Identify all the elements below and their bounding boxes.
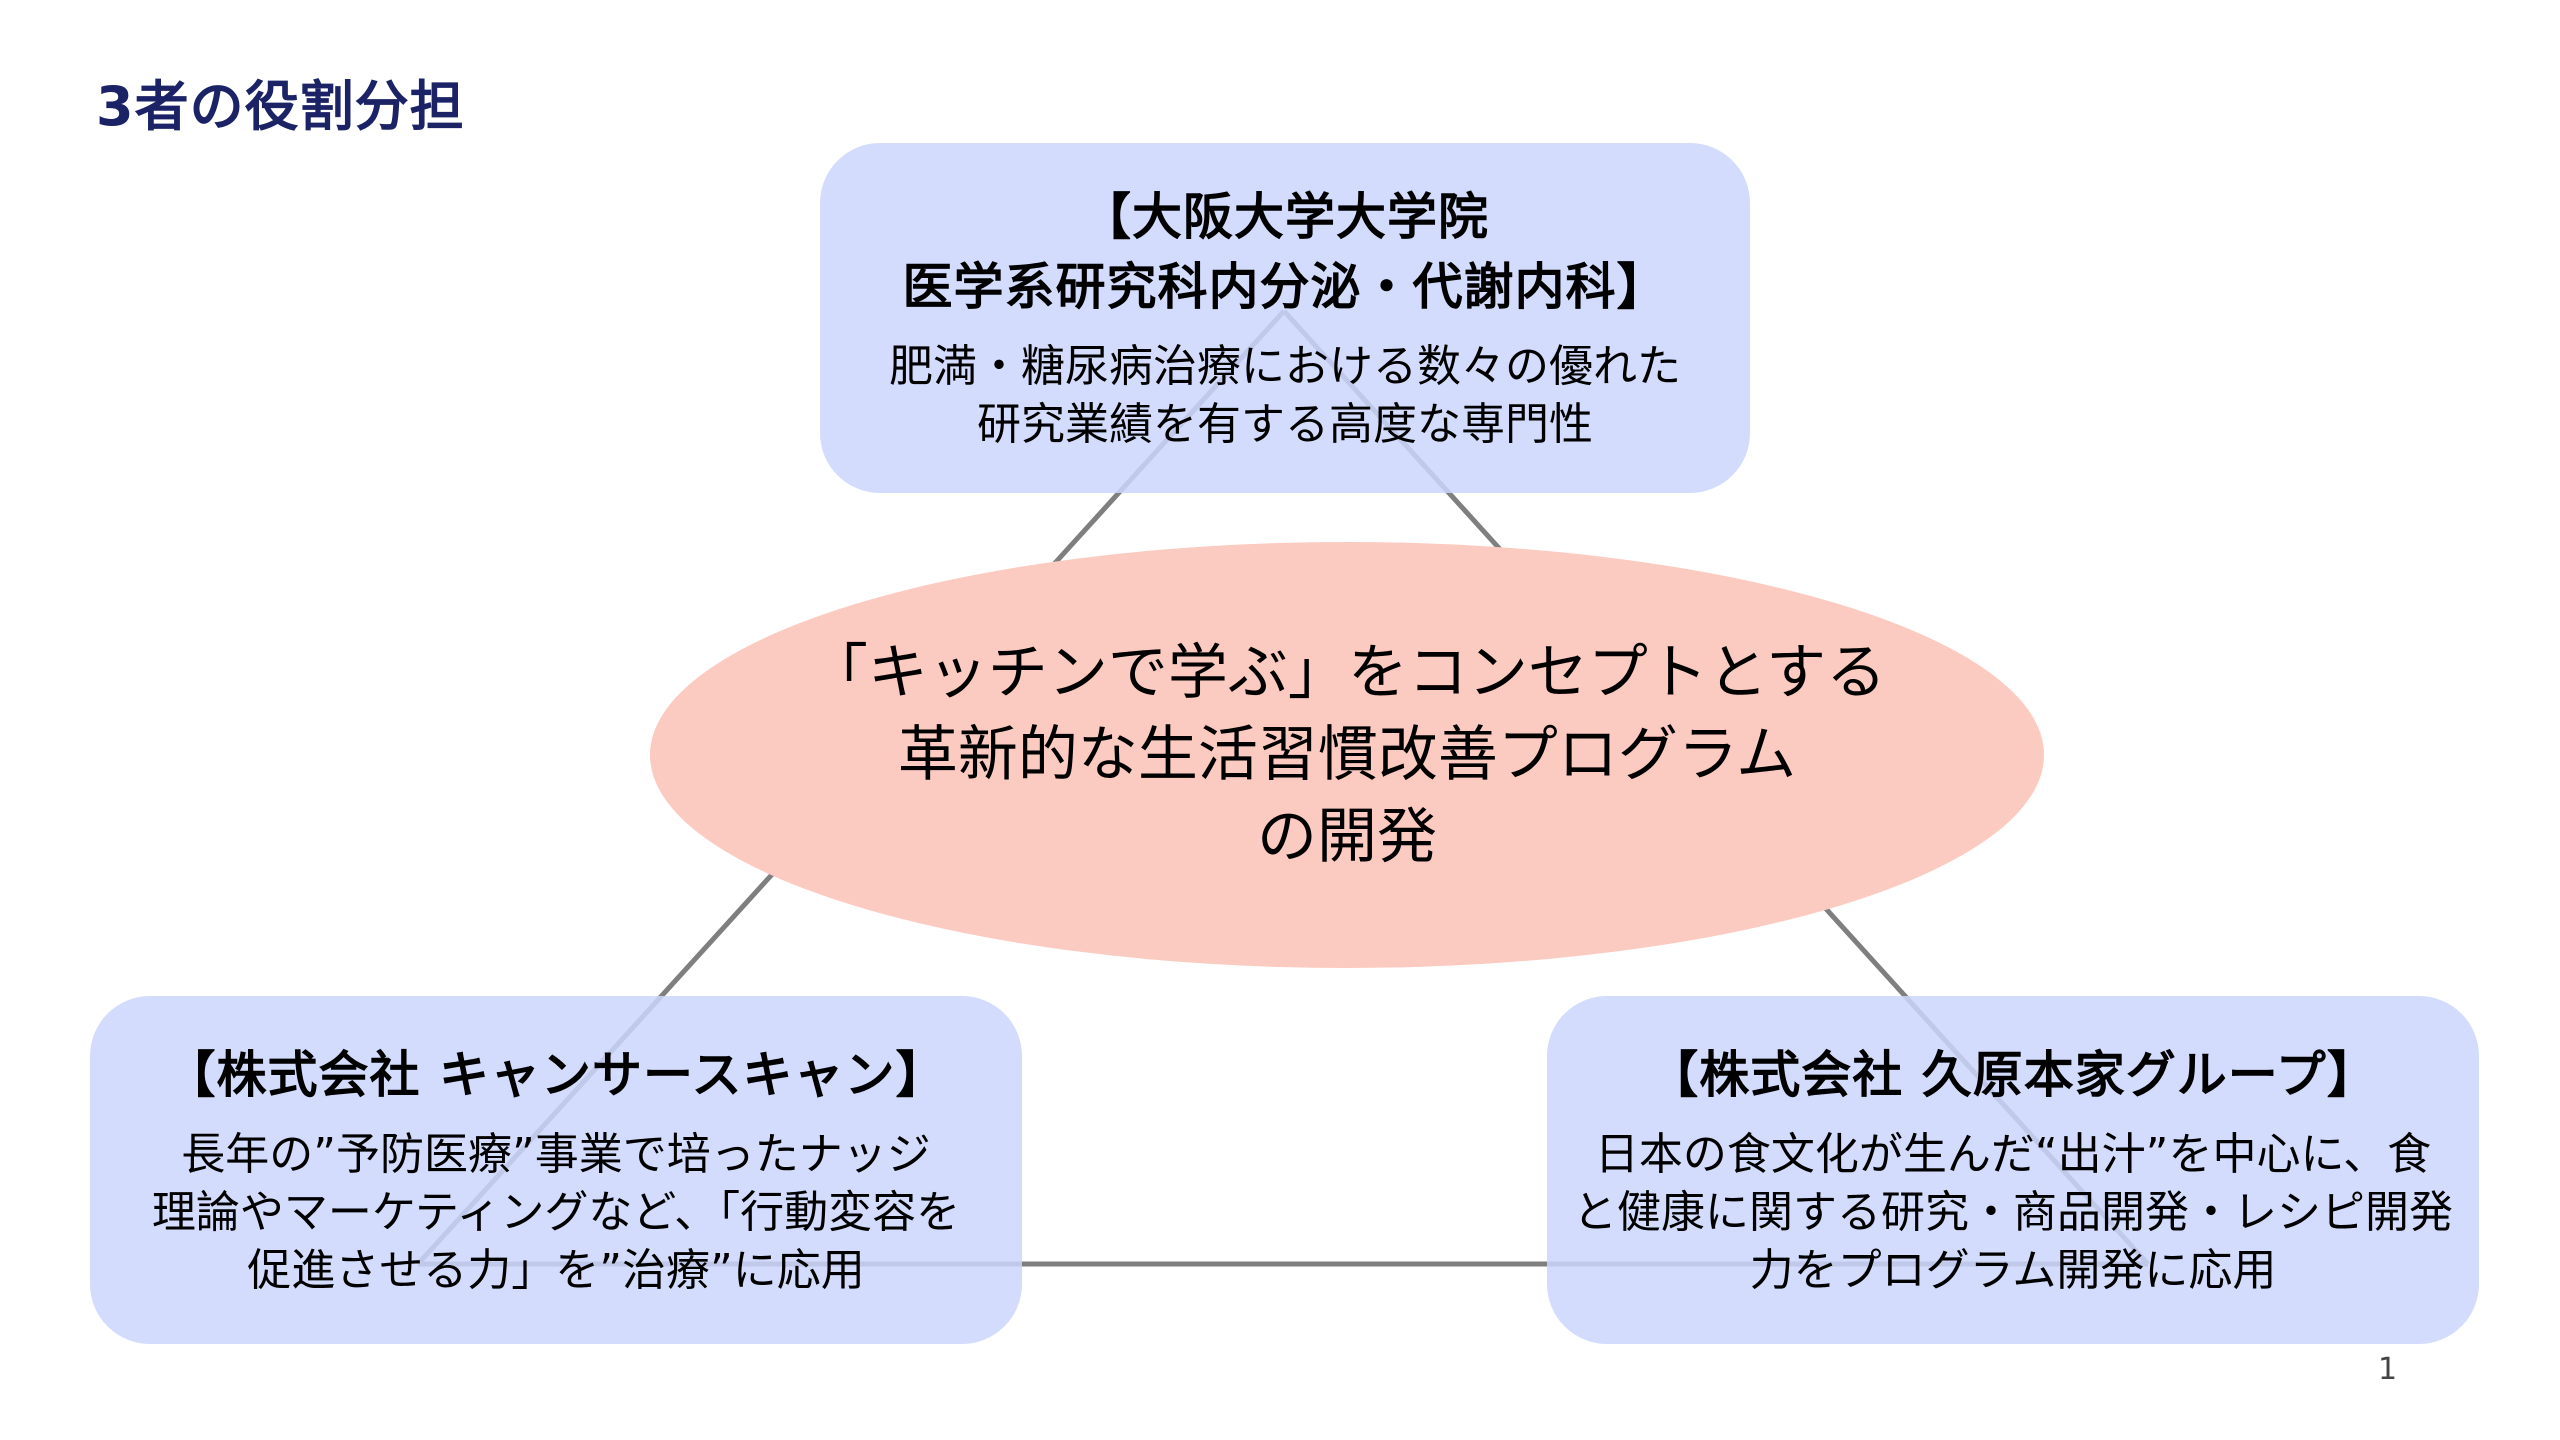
- page-number: 1: [2378, 1352, 2398, 1387]
- party-role: 日本の食文化が生んだ“出汁”を中心に、食 と健康に関する研究・商品開発・レシピ開…: [1573, 1129, 2453, 1296]
- party-name: 【株式会社 久原本家グループ】: [1648, 1046, 2378, 1104]
- party-role: 肥満・糖尿病治療における数々の優れた 研究業績を有する高度な専門性: [889, 341, 1681, 450]
- party-role: 長年の”予防医療”事業で培ったナッジ 理論やマーケティングなど、「行動変容を 促…: [151, 1129, 961, 1296]
- party-box-osaka-university: 【大阪大学大学院 医学系研究科内分泌・代謝内科】 肥満・糖尿病治療における数々の…: [820, 143, 1750, 493]
- party-name: 【株式会社 キャンサースキャン】: [165, 1046, 947, 1104]
- slide-title: 3者の役割分担: [96, 75, 465, 138]
- party-name: 【大阪大学大学院 医学系研究科内分泌・代謝内科】: [902, 188, 1668, 316]
- center-concept-ellipse: 「キッチンで学ぶ」をコンセプトとする 革新的な生活習慣改善プログラム の開発: [650, 542, 2044, 968]
- center-concept-text: 「キッチンで学ぶ」をコンセプトとする 革新的な生活習慣改善プログラム の開発: [807, 638, 1887, 872]
- party-box-cancerscan: 【株式会社 キャンサースキャン】 長年の”予防医療”事業で培ったナッジ 理論やマ…: [90, 996, 1022, 1344]
- party-box-kubara-honke: 【株式会社 久原本家グループ】 日本の食文化が生んだ“出汁”を中心に、食 と健康…: [1547, 996, 2479, 1344]
